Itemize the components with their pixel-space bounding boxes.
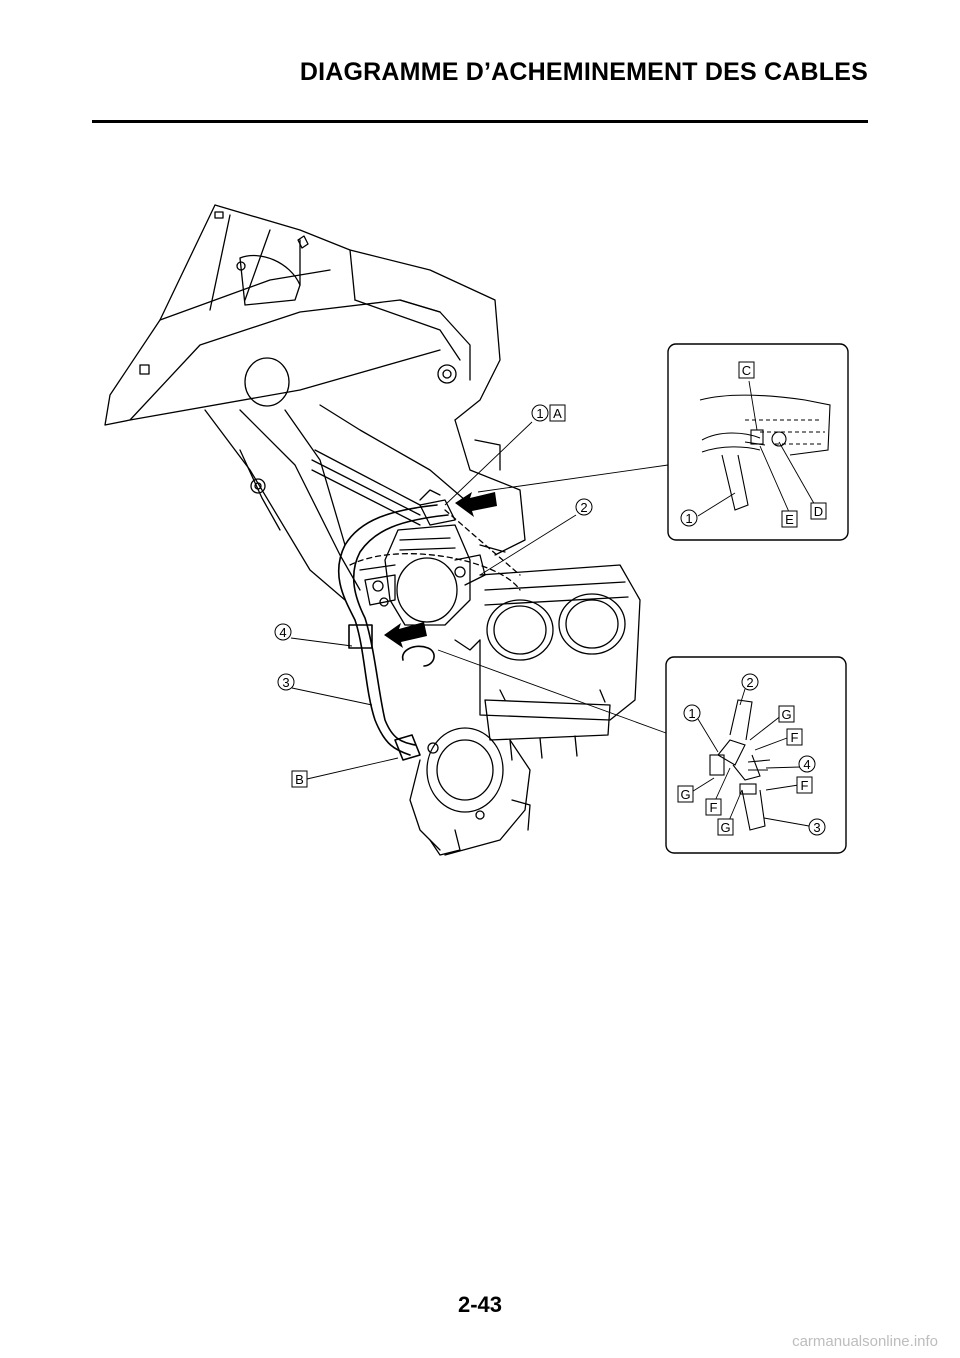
callout-F-top: F — [786, 728, 803, 746]
callout-1-inset-bottom: 1 — [683, 704, 701, 722]
callout-E: E — [781, 510, 798, 528]
inset-detail-bottom — [665, 656, 847, 854]
callout-F-top-label: F — [791, 730, 799, 745]
arrow-upper — [455, 492, 497, 517]
callout-F-bottom: F — [705, 798, 722, 816]
callout-G-top-label: G — [781, 707, 791, 722]
callout-F-right-label: F — [801, 778, 809, 793]
intake-assembly — [454, 564, 641, 761]
callout-G-left: G — [677, 785, 694, 803]
cable-run — [337, 504, 449, 761]
arrow-lower — [384, 622, 427, 648]
inset-detail-top — [667, 343, 849, 541]
callout-3-main-label: 3 — [282, 675, 289, 690]
callout-2-main: 2 — [575, 498, 593, 516]
engine-lower — [409, 727, 531, 856]
callout-3-main: 3 — [277, 673, 295, 691]
callouts-lettered: A B C E D G F F — [291, 361, 827, 836]
callout-G-bottom-label: G — [720, 820, 730, 835]
header-divider — [92, 120, 868, 123]
callout-4-inset-bottom-label: 4 — [803, 757, 810, 772]
callout-G-top: G — [778, 705, 795, 723]
watermark: carmanualsonline.info — [792, 1333, 938, 1350]
callout-A-label: A — [553, 406, 562, 421]
callout-4-main: 4 — [274, 623, 292, 641]
frame-upper — [104, 204, 501, 426]
callout-1-main: 1 — [531, 404, 549, 422]
frame-main-tube — [204, 404, 526, 601]
callout-1-inset-top-label: 1 — [685, 511, 692, 526]
callout-G-left-label: G — [680, 787, 690, 802]
callout-D: D — [810, 502, 827, 520]
callout-E-label: E — [785, 512, 794, 527]
callout-3-inset-bottom: 3 — [808, 818, 826, 836]
callouts-numbered: 1 2 4 3 1 2 1 4 — [274, 404, 826, 836]
callout-4-inset-bottom: 4 — [798, 755, 816, 773]
callout-G-bottom: G — [717, 818, 734, 836]
callout-B-label: B — [295, 772, 304, 787]
callout-A: A — [549, 404, 566, 422]
callout-1-main-label: 1 — [536, 406, 543, 421]
callout-D-label: D — [814, 504, 823, 519]
direction-arrows — [384, 492, 497, 648]
leader-lines — [290, 421, 669, 780]
callout-2-inset-bottom-label: 2 — [746, 675, 753, 690]
callout-F-bottom-label: F — [710, 800, 718, 815]
callout-1-inset-top: 1 — [680, 509, 698, 527]
callout-3-inset-bottom-label: 3 — [813, 820, 820, 835]
callout-C-label: C — [742, 363, 751, 378]
callout-1-inset-bottom-label: 1 — [688, 706, 695, 721]
page-number: 2-43 — [457, 1292, 503, 1317]
callout-2-main-label: 2 — [580, 500, 587, 515]
callout-B: B — [291, 770, 308, 788]
page-header-title: DIAGRAMME D’ACHEMINEMENT DES CABLES — [299, 58, 868, 86]
callout-4-main-label: 4 — [279, 625, 286, 640]
callout-F-right: F — [796, 776, 813, 794]
callout-C: C — [738, 361, 755, 379]
callout-2-inset-bottom: 2 — [741, 673, 759, 691]
